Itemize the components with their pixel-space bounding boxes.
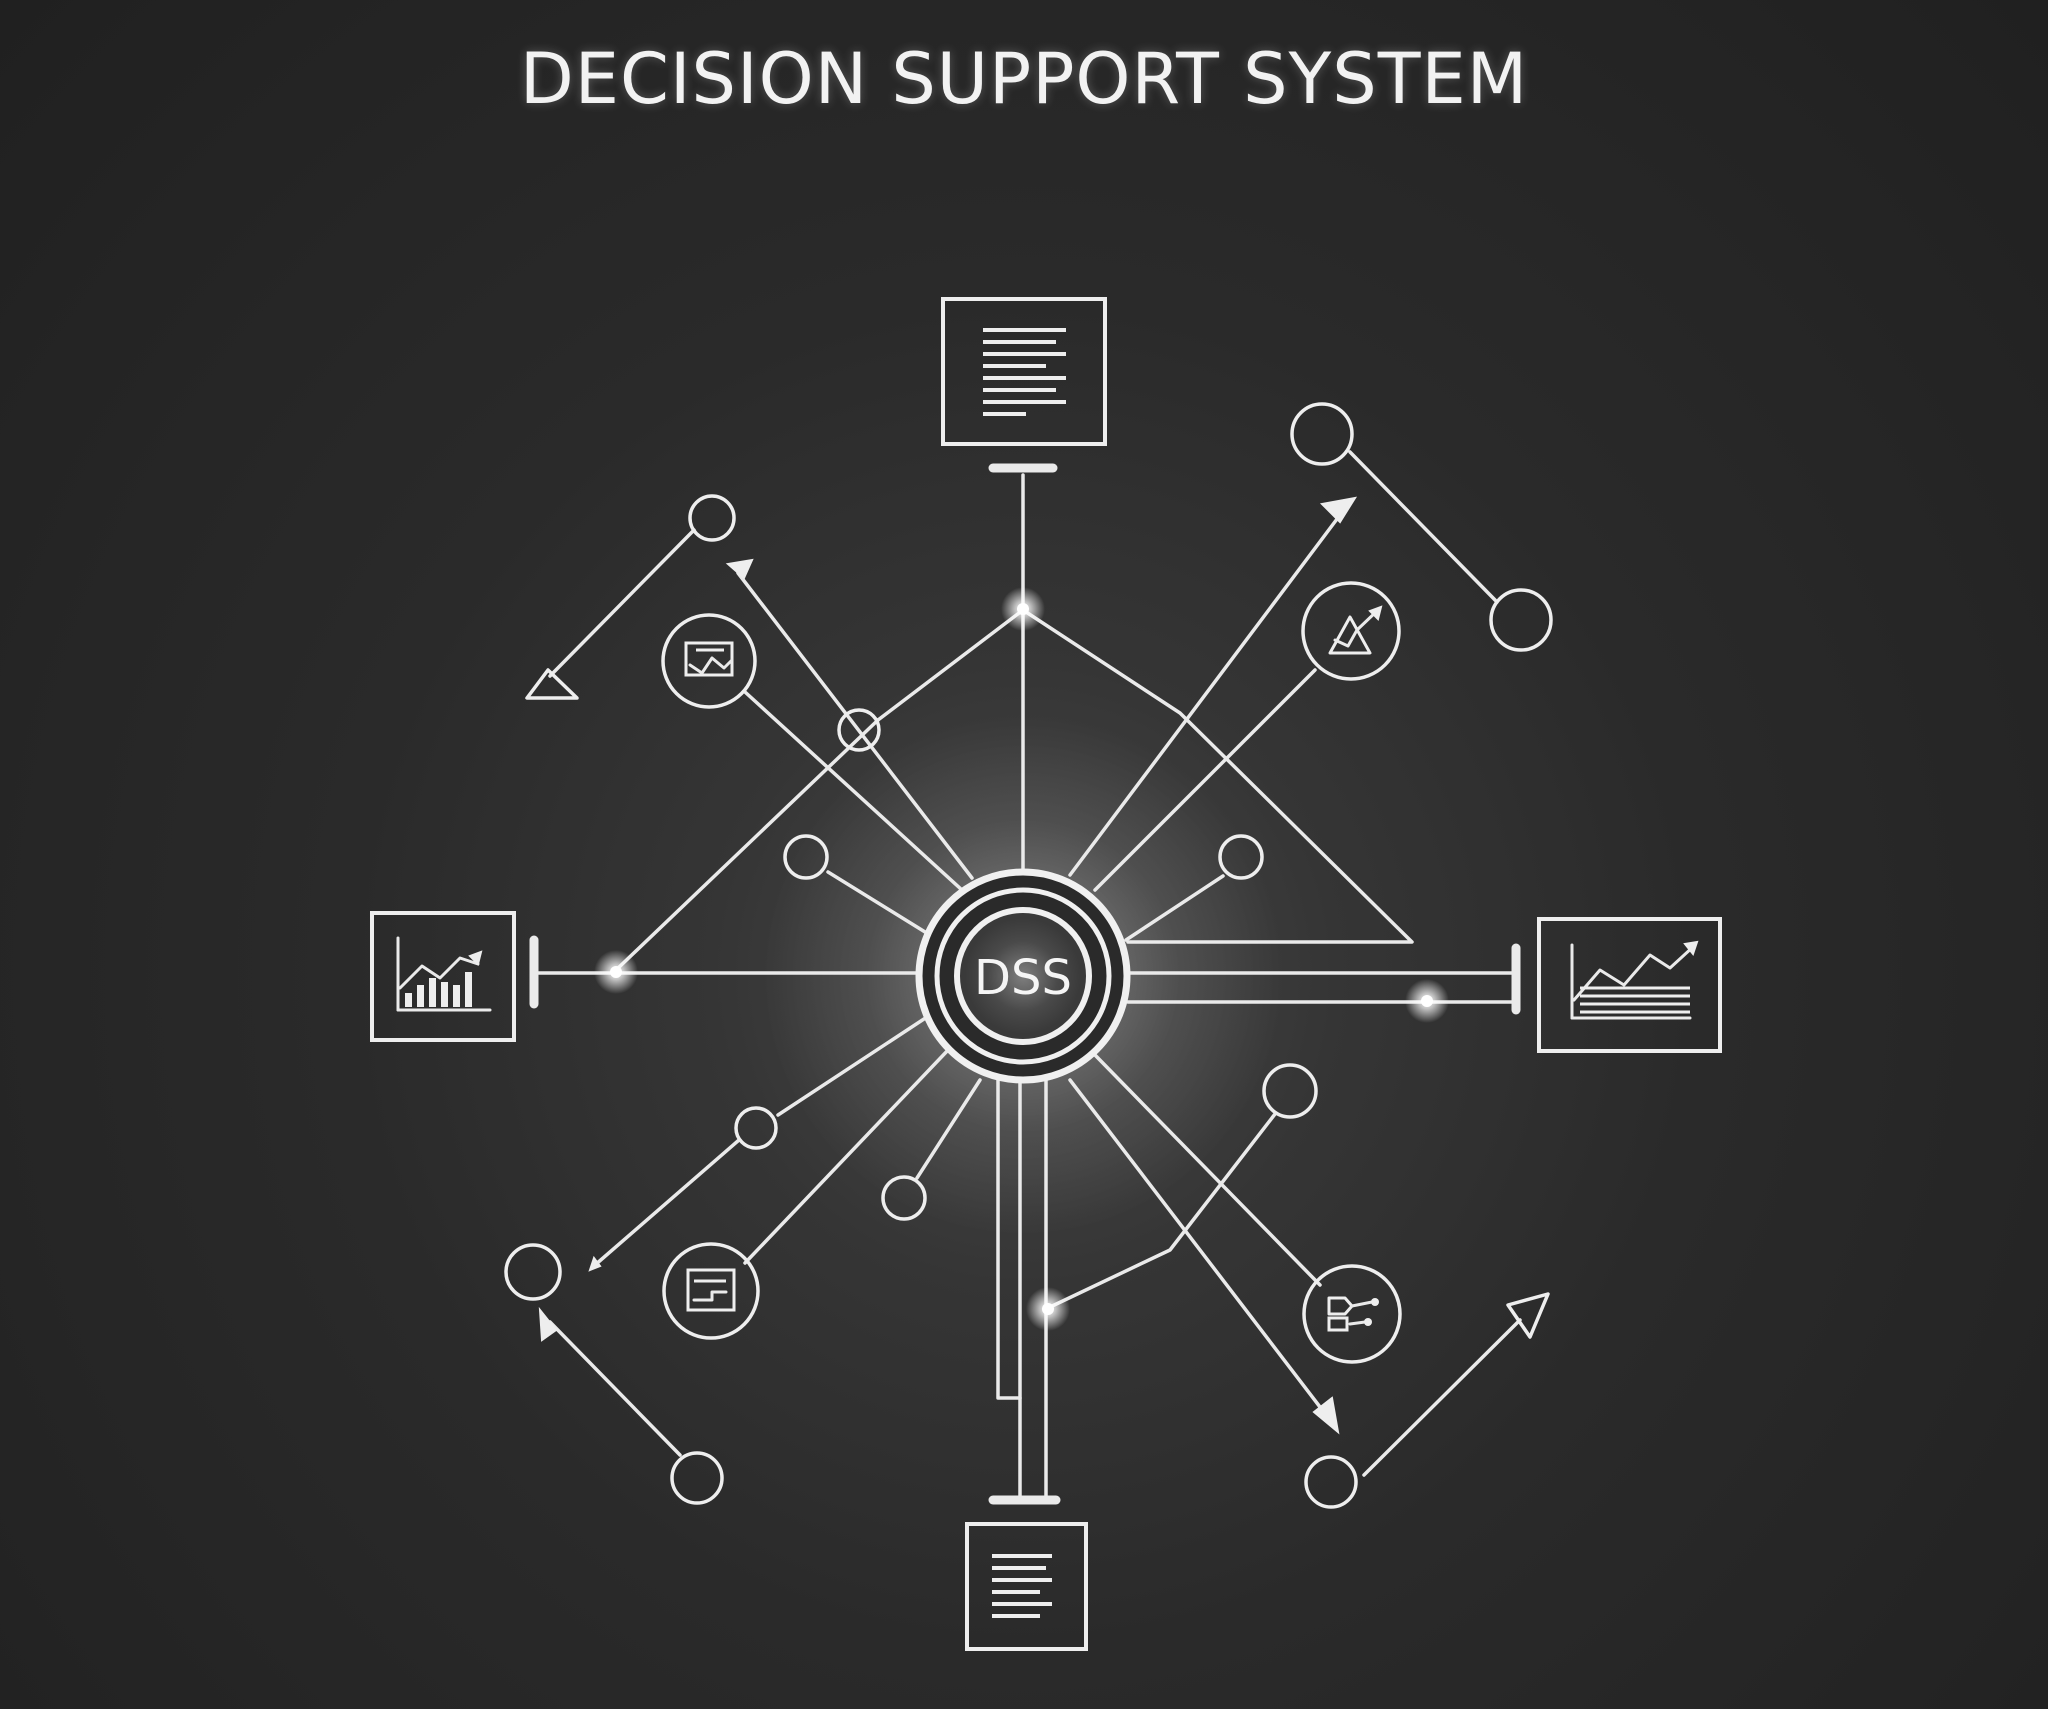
- node: [1290, 402, 1354, 466]
- arrow-outer-left-open: [525, 668, 579, 700]
- node: [783, 834, 829, 880]
- node: [1218, 834, 1264, 880]
- arrowheads: [525, 496, 1550, 1435]
- analysis-icon: [661, 613, 757, 709]
- document-icon-bottom: [965, 1522, 1088, 1651]
- arrow-upper-left: [725, 558, 754, 580]
- node: [734, 1106, 778, 1150]
- line-chart-icon: [1537, 917, 1722, 1053]
- arrow-lower-left: [538, 1306, 558, 1342]
- arrow-outer-right-open: [1506, 1292, 1550, 1339]
- node: [688, 494, 736, 542]
- glow-points: [594, 587, 1449, 1331]
- hub-label: DSS: [974, 950, 1072, 1006]
- trend-icon: [1301, 581, 1401, 681]
- node: [1489, 588, 1553, 652]
- bar-chart-icon: [370, 911, 516, 1042]
- diagram-title: DECISION SUPPORT SYSTEM: [519, 38, 1529, 120]
- dss-hub: DSS: [915, 868, 1131, 1084]
- arrow-lower-right: [1312, 1396, 1340, 1435]
- network-nodes: [504, 402, 1553, 1509]
- node: [504, 1243, 562, 1301]
- node: [670, 1451, 724, 1505]
- arrow-upper-right: [1319, 496, 1358, 524]
- document-icon-top: [941, 297, 1107, 446]
- node: [837, 708, 881, 752]
- dashboard-icon: [662, 1242, 760, 1340]
- node: [881, 1175, 927, 1221]
- node: [1262, 1063, 1318, 1119]
- node: [1304, 1455, 1358, 1509]
- connection-lines: [529, 450, 1522, 1505]
- flow-icon: [1302, 1264, 1402, 1364]
